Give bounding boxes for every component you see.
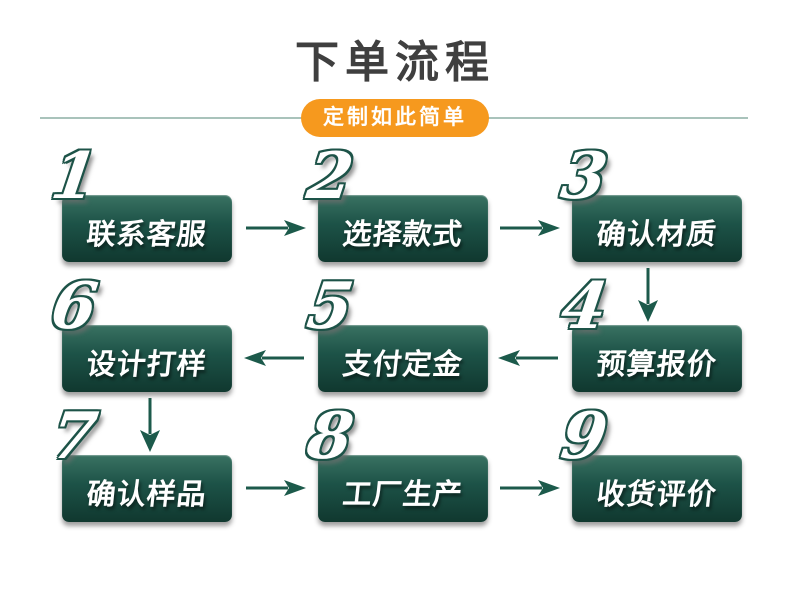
arrow-right-icon-8-9 — [500, 480, 560, 496]
arrow-right-icon-7-8 — [246, 480, 306, 496]
step-label: 收货评价 — [594, 478, 719, 511]
step-label: 预算报价 — [594, 348, 719, 381]
step-number: 2 — [302, 139, 358, 214]
step-number: 5 — [302, 269, 358, 344]
step-box-pay-deposit: 5 支付定金 — [303, 269, 488, 392]
step-number: 1 — [46, 139, 102, 214]
step-label: 支付定金 — [340, 348, 465, 381]
arrow-right-icon-2-3 — [500, 220, 560, 236]
step-box-receive-review: 9 收货评价 — [557, 399, 742, 522]
arrow-right-icon-1-2 — [246, 220, 306, 236]
subtitle-badge: 定制如此简单 — [301, 99, 489, 137]
step-number: 3 — [556, 139, 612, 214]
step-number: 4 — [556, 269, 612, 344]
arrow-left-icon-5-6 — [244, 350, 304, 366]
step-label: 工厂生产 — [340, 478, 465, 511]
step-box-choose-style: 2 选择款式 — [303, 139, 488, 262]
step-box-budget-quote: 4 预算报价 — [557, 269, 742, 392]
step-box-contact-service: 1 联系客服 — [47, 139, 232, 262]
step-label: 联系客服 — [84, 218, 209, 251]
page-title: 下单流程 — [295, 38, 495, 87]
step-box-confirm-sample: 7 确认样品 — [47, 399, 232, 522]
step-label: 选择款式 — [340, 218, 465, 251]
step-number: 9 — [556, 399, 612, 474]
step-label: 设计打样 — [84, 348, 209, 381]
arrow-left-icon-4-5 — [498, 350, 558, 366]
step-box-design-sample: 6 设计打样 — [47, 269, 232, 392]
step-number: 7 — [46, 399, 102, 474]
step-label: 确认样品 — [84, 478, 209, 511]
step-number: 8 — [302, 399, 358, 474]
step-label: 确认材质 — [594, 218, 719, 251]
arrow-down-icon-3-4 — [638, 268, 658, 322]
step-box-factory-production: 8 工厂生产 — [303, 399, 488, 522]
step-box-confirm-material: 3 确认材质 — [557, 139, 742, 262]
step-number: 6 — [46, 269, 102, 344]
arrow-down-icon-6-7 — [140, 398, 160, 452]
